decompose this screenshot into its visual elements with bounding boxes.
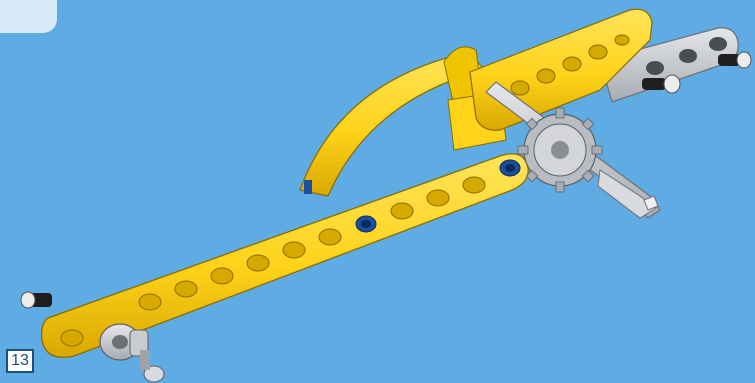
grey-pin-connector bbox=[100, 324, 164, 382]
grey-gear bbox=[518, 108, 602, 192]
step-number-badge: 13 bbox=[6, 349, 34, 373]
